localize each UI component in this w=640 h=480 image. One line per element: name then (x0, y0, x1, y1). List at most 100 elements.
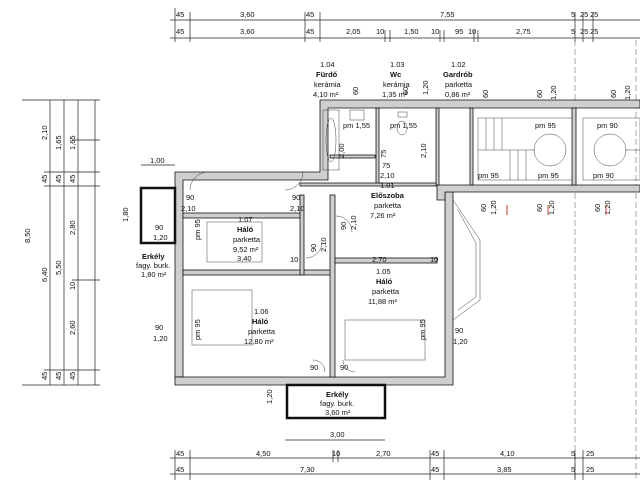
wc-60: 60 (401, 87, 410, 95)
room-1-01-area: 7,26 m² (370, 211, 396, 220)
room-1-07-pm95: pm 95 (193, 219, 202, 240)
top2-dim-8: 95 (455, 27, 463, 36)
bath-2-00: 2,00 (337, 143, 346, 158)
room-1-07-door-90: 90 (292, 193, 300, 202)
room-1-02-name: Gardrób (443, 70, 473, 79)
room-1-06-pm95: pm 95 (193, 319, 202, 340)
left-dim-total: 8,50 (23, 228, 32, 243)
stair-lbl-60-f: 60 (609, 90, 618, 98)
left-dim-b4: 5,50 (54, 260, 63, 275)
door-v-2-10: 2,10 (319, 237, 328, 252)
top2-dim-1: 45 (176, 27, 184, 36)
bot-dim-3: 10 (332, 449, 340, 458)
top-dim-5: 5 (571, 10, 575, 19)
top2-dim-4: 2,05 (346, 27, 361, 36)
top-dimension-lines: 45 3,60 45 7,55 5 25 25 45 3,60 45 2,05 … (170, 8, 640, 42)
room-1-07-10: 10 (290, 255, 298, 264)
bottom-dimension-lines: 3,00 45 4,50 10 2,70 45 4,10 5 25 45 7,3… (170, 430, 640, 480)
room-1-06-door-90: 90 (310, 363, 318, 372)
room-1-07-name: Háló (237, 225, 254, 234)
bot2-dim-1: 45 (176, 465, 184, 474)
room-1-02-area: 0,86 m² (445, 90, 471, 99)
bot-dim-5: 45 (431, 449, 439, 458)
bot-dim-2: 4,50 (256, 449, 271, 458)
door-swings (189, 171, 356, 373)
room-1-07-win-90: 90 (186, 193, 194, 202)
balcony-left: 1,00 1,80 90 1,20 Erkély fagy. burk. 1,8… (121, 156, 177, 279)
top2-dim-2: 3,60 (240, 27, 255, 36)
bottom-dim-erkely: 3,00 (330, 430, 345, 439)
room-1-05-10: 10 (430, 255, 438, 264)
room-1-04-name: Fürdő (316, 70, 338, 79)
left-dimension-lines: 8,50 45 6,40 45 2,10 1,65 45 5,50 10 45 … (22, 99, 100, 386)
room-1-05-name: Háló (376, 277, 393, 286)
top2-dim-6: 1,50 (404, 27, 419, 36)
bot2-dim-5: 5 (571, 465, 575, 474)
stair-lbl-120-a: 1,20 (489, 200, 498, 215)
room-1-07-area: 9,52 m² (233, 245, 259, 254)
left-dim-b6: 45 (54, 372, 63, 380)
room-1-04: 1.04 Fürdő kerámia 4,10 m² (313, 60, 342, 99)
room-1-06: 1.06 Háló parketta 12,80 m² 90 1,20 pm 9… (153, 289, 348, 372)
room-1-05-win-90: 90 (455, 326, 463, 335)
bot-dim-4: 2,70 (376, 449, 391, 458)
room-1-06-win-120: 1,20 (153, 334, 168, 343)
stair-right-pm90-bottom: pm 90 (593, 171, 614, 180)
room-1-07: 1.07 Háló parketta 9,52 m² 3,40 90 2,10 … (181, 193, 358, 264)
left-dim-c3: 2,80 (68, 220, 77, 235)
room-1-07-num: 1.07 (238, 215, 253, 224)
room-1-07-win-2-10: 2,10 (181, 204, 196, 213)
top-dim-4: 7,55 (440, 10, 455, 19)
left-dim-a2: 6,40 (40, 267, 49, 282)
room-1-02-floor: parketta (445, 80, 473, 89)
room-1-01-num: 1.01 (380, 181, 395, 190)
balcony-left-area: 1,80 m² (141, 270, 167, 279)
balcony-left-name: Erkély (142, 252, 165, 261)
bath-2-10: 2,10 (380, 171, 395, 180)
wc-2-10: 2,10 (419, 143, 428, 158)
stair-left-pm95-left: pm 95 (478, 171, 499, 180)
room-1-04-num: 1.04 (320, 60, 335, 69)
left-dim-c5: 2,60 (68, 320, 77, 335)
room-1-03-num: 1.03 (390, 60, 405, 69)
room-1-01-floor: parketta (374, 201, 402, 210)
balcony-left-depth: 1,80 (121, 207, 130, 222)
room-1-06-win-90: 90 (155, 323, 163, 332)
stair-lbl-120-c: 1,20 (603, 200, 612, 215)
top2-dim-13: 25 (590, 27, 598, 36)
pm-1-55-b: pm 1,55 (390, 121, 417, 130)
balcony-bottom-depth: 1,20 (265, 389, 274, 404)
stair-lbl-120-f: 1,20 (623, 85, 632, 100)
top2-dim-9: 10 (468, 27, 476, 36)
door-v-90: 90 (309, 244, 318, 252)
bath-75: 75 (382, 161, 390, 170)
roof-outline (452, 199, 481, 321)
wc-120: 1,20 (421, 80, 430, 95)
top2-dim-7: 10 (431, 27, 439, 36)
room-1-03-name: Wc (390, 70, 401, 79)
room-1-03-floor: kerámia (383, 80, 411, 89)
top2-dim-3: 45 (306, 27, 314, 36)
room-1-02: 1.02 Gardrób parketta 0,86 m² (443, 60, 473, 99)
balcony-left-w120: 1,20 (153, 233, 168, 242)
stair-lbl-60-c: 60 (593, 204, 602, 212)
room-1-02-num: 1.02 (451, 60, 466, 69)
bot2-dim-3: 45 (431, 465, 439, 474)
top-dim-7: 25 (590, 10, 598, 19)
balcony-bottom-area: 3,60 m² (325, 408, 351, 417)
left-dim-b3: 45 (54, 175, 63, 183)
left-dim-b5: 10 (68, 282, 77, 290)
room-1-05-area: 11,88 m² (368, 297, 398, 306)
bot2-dim-4: 3,85 (497, 465, 512, 474)
top-dim-6: 25 (580, 10, 588, 19)
room-1-06-num: 1.06 (254, 307, 269, 316)
bot-dim-6: 4,10 (500, 449, 515, 458)
room-1-01-name: Előszoba (371, 191, 405, 200)
stair-left-pm95-top: pm 95 (535, 121, 556, 130)
top-dim-1: 45 (176, 10, 184, 19)
room-1-05: 1.05 Háló parketta 11,88 m² 2,70 10 90 1… (344, 255, 468, 361)
room-1-07-door-2-10: 2,10 (290, 204, 305, 213)
bot-dim-7: 5 (571, 449, 575, 458)
bot-dim-1: 45 (176, 449, 184, 458)
room-1-07-3-40: 3,40 (237, 254, 252, 263)
